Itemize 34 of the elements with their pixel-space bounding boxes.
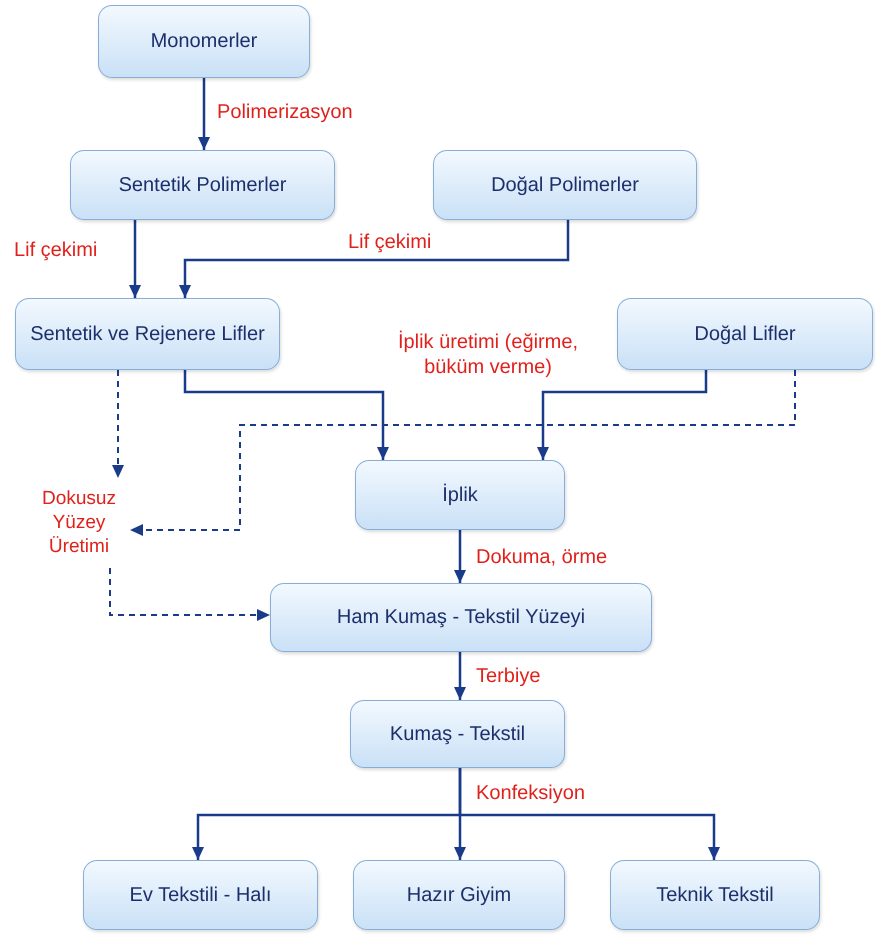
arrow bbox=[454, 530, 466, 583]
arrow bbox=[198, 78, 210, 150]
process-box bbox=[617, 298, 873, 370]
process-box bbox=[433, 150, 697, 220]
arrow bbox=[454, 652, 466, 700]
step-label: Dokusuz Yüzey Üretimi bbox=[41, 487, 117, 559]
process-box bbox=[83, 860, 318, 930]
dashed-arrow bbox=[109, 568, 270, 621]
node-label: Sentetik ve Rejenere Lifler bbox=[29, 322, 266, 346]
node-label: Doğal Polimerler bbox=[490, 172, 640, 198]
node-label: Ham Kumaş - Tekstil Yüzeyi bbox=[336, 605, 586, 630]
node-label: Hazır Giyim bbox=[406, 882, 512, 908]
process-box bbox=[353, 860, 565, 930]
arrow bbox=[537, 370, 708, 460]
node-label: Sentetik Polimerler bbox=[118, 172, 288, 198]
process-box bbox=[355, 460, 565, 530]
node-label: Teknik Tekstil bbox=[655, 882, 775, 908]
node-label: İplik bbox=[441, 482, 479, 508]
dashed-arrow bbox=[112, 370, 124, 478]
node-label: Kumaş - Tekstil bbox=[388, 722, 526, 746]
process-box bbox=[70, 150, 335, 220]
node-label: Ev Tekstili - Halı bbox=[128, 882, 272, 908]
node-label: Doğal Lifler bbox=[693, 322, 797, 346]
dashed-arrow bbox=[130, 370, 796, 536]
arrow bbox=[179, 220, 570, 298]
process-box bbox=[610, 860, 820, 930]
arrow bbox=[184, 370, 389, 460]
node-label: Monomerler bbox=[150, 29, 258, 54]
process-box bbox=[15, 298, 280, 370]
process-box bbox=[350, 700, 565, 768]
arrow bbox=[458, 768, 720, 860]
process-box bbox=[270, 583, 652, 652]
process-box bbox=[98, 5, 310, 78]
arrow bbox=[129, 220, 141, 298]
